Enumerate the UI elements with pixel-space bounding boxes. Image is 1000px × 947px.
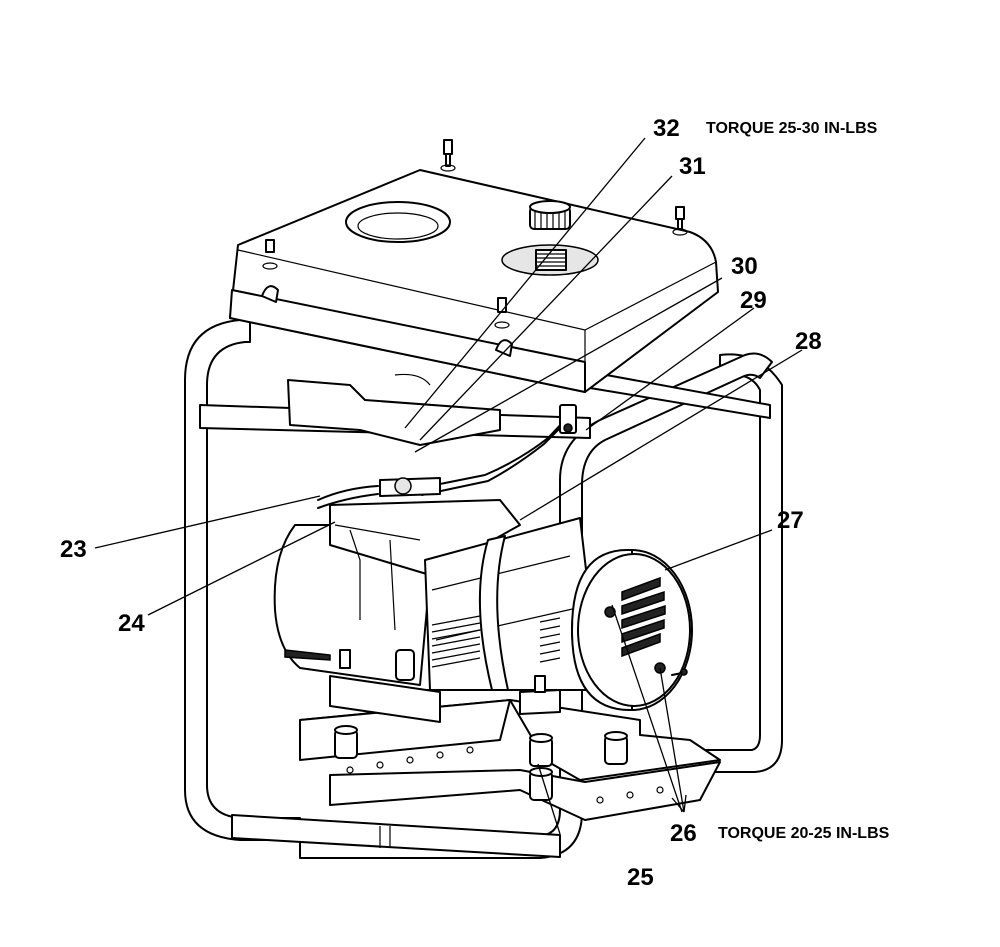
callout-23: 23: [60, 536, 87, 563]
callout-28: 28: [795, 328, 822, 355]
fuel-line: [317, 404, 577, 509]
engine: [273, 499, 521, 723]
callout-29: 29: [740, 287, 767, 314]
callout-25: 25: [627, 864, 654, 891]
callout-32: 32: [653, 115, 680, 142]
tank-bracket: [287, 373, 501, 446]
alternator: [424, 517, 693, 715]
torque-note-bottom: TORQUE 20-25 IN-LBS: [718, 825, 890, 842]
callout-27: 27: [777, 507, 804, 534]
callout-31: 31: [679, 153, 706, 180]
callout-30: 30: [731, 253, 758, 280]
tank-bolts: [262, 139, 688, 329]
fuel-tank: [229, 169, 719, 393]
callout-26: 26: [670, 820, 697, 847]
leader-lines: [94, 137, 803, 835]
base-pan: [299, 689, 721, 821]
callout-24: 24: [118, 610, 145, 637]
torque-note-top: TORQUE 25-30 IN-LBS: [706, 120, 878, 137]
